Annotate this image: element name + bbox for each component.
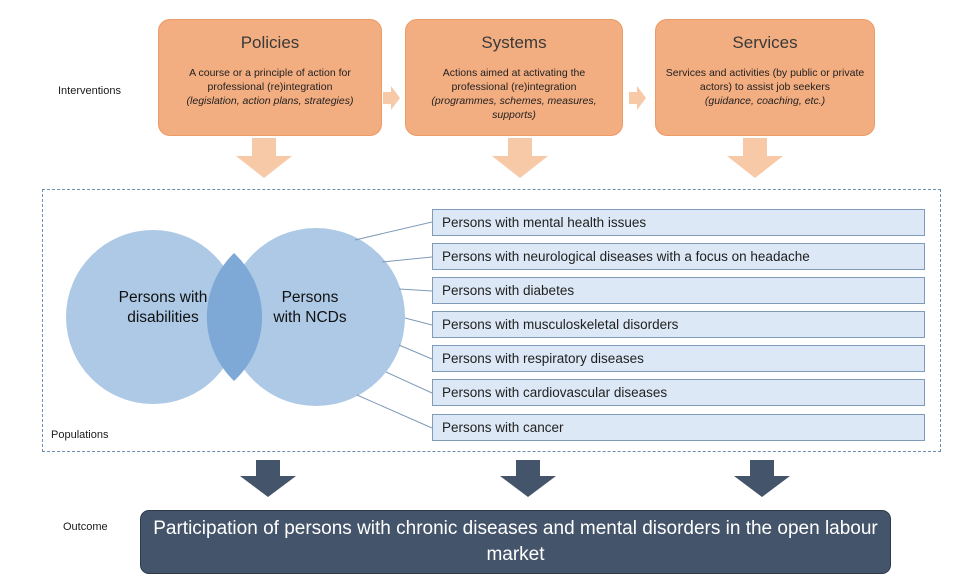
intervention-title: Services [732, 33, 798, 52]
circle-label-disabilities: Persons with disabilities [118, 289, 208, 326]
arrow-down-icon [492, 138, 548, 178]
intervention-description-text: A course or a principle of action for pr… [189, 67, 351, 93]
circle-ncds [227, 228, 405, 406]
intervention-title: Policies [240, 33, 300, 52]
populations-label: Populations [51, 429, 109, 441]
connector-line [356, 394, 433, 429]
connector-line [385, 371, 433, 394]
circle-disabilities [66, 230, 240, 404]
population-item: Persons with diabetes [432, 277, 925, 304]
intervention-title: Systems [481, 33, 547, 52]
intervention-examples: (guidance, coaching, etc.) [704, 95, 826, 107]
population-item: Persons with cancer [432, 414, 925, 441]
population-item: Persons with neurological diseases with … [432, 243, 925, 270]
intervention-examples: (programmes, schemes, measures, supports… [431, 95, 597, 121]
population-item: Persons with cardiovascular diseases [432, 379, 925, 406]
intervention-policies: Policies A course or a principle of acti… [158, 19, 382, 136]
intervention-systems: Systems Actions aimed at activating the … [405, 19, 623, 136]
arrow-down-icon [240, 460, 296, 497]
intervention-description-text: Actions aimed at activating the professi… [442, 67, 586, 93]
population-item: Persons with respiratory diseases [432, 345, 925, 372]
intervention-description: Services and activities (by public or pr… [664, 66, 866, 108]
populations-frame [42, 189, 941, 452]
outcome-label: Outcome [63, 521, 108, 533]
connector-line [354, 221, 433, 241]
circle-overlap [206, 253, 263, 381]
connector-line [404, 317, 433, 326]
arrow-right-icon [383, 86, 400, 110]
connector-line [398, 344, 433, 360]
population-item: Persons with musculoskeletal disorders [432, 311, 925, 338]
intervention-description-text: Services and activities (by public or pr… [665, 67, 865, 93]
intervention-examples: (legislation, action plans, strategies) [186, 95, 354, 107]
connector-line [381, 256, 433, 263]
connector-line [398, 288, 433, 292]
arrow-right-icon [629, 86, 646, 110]
interventions-label: Interventions [58, 85, 121, 97]
arrow-down-icon [734, 460, 790, 497]
intervention-description: A course or a principle of action for pr… [167, 66, 373, 108]
population-item: Persons with mental health issues [432, 209, 925, 236]
intervention-services: Services Services and activities (by pub… [655, 19, 875, 136]
arrow-down-icon [727, 138, 783, 178]
arrow-down-icon [236, 138, 292, 178]
circle-label-ncds: Persons with NCDs [273, 289, 347, 326]
outcome-box: Participation of persons with chronic di… [140, 510, 891, 574]
arrow-down-icon [500, 460, 556, 497]
intervention-description: Actions aimed at activating the professi… [414, 66, 614, 122]
